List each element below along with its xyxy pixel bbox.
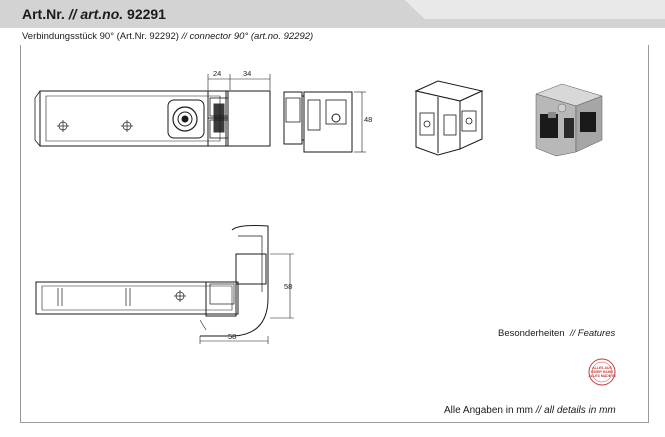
- side-view-drawing: 48: [283, 91, 372, 153]
- art-label: Art.Nr.: [22, 6, 65, 22]
- product-subtitle: Verbindungsstück 90° (Art.Nr. 92292) // …: [22, 31, 313, 42]
- features-de: Besonderheiten: [498, 328, 565, 339]
- subtitle-de: Verbindungsstück 90° (Art.Nr. 92292): [22, 31, 179, 42]
- cross-mark-mid: [121, 120, 133, 132]
- cross-mark-left: [57, 120, 69, 132]
- top-view-drawing: 24 34: [34, 69, 271, 147]
- connector-block: [207, 90, 271, 147]
- round-fitting: [167, 99, 205, 139]
- stamp-line-3: ALLES MADE IN: [588, 374, 616, 378]
- article-title: Art.Nr. // art.no. 92291: [22, 6, 166, 22]
- features-en: // Features: [569, 328, 616, 339]
- dim-34: 34: [243, 69, 251, 78]
- stamp-line-2: EINER HAND: [591, 370, 613, 374]
- art-label-en: // art.no.: [68, 6, 124, 22]
- features-label: Besonderheiten // Features: [498, 328, 615, 339]
- bottom-view-drawing: 58 58: [35, 225, 294, 344]
- dim-58-width: 58: [228, 332, 236, 341]
- art-number: 92291: [127, 6, 166, 22]
- dim-58-height: 58: [284, 282, 292, 291]
- footer-en: // all details in mm: [535, 405, 616, 416]
- header-band: [0, 0, 665, 28]
- cross-mark-lower: [174, 290, 186, 302]
- header-band-shape: [0, 0, 665, 28]
- dimension-lines-top: [207, 74, 271, 90]
- subtitle-en: // connector 90° (art.no. 92292): [181, 31, 314, 42]
- stamp-line-1: ALLES AUS: [592, 366, 612, 370]
- footer-de: Alle Angaben in mm: [444, 405, 533, 416]
- stamp-text: ALLES AUS EINER HAND ALLES MADE IN: [586, 366, 618, 378]
- dim-24: 24: [213, 69, 221, 78]
- quality-stamp-icon: [588, 358, 616, 386]
- connector-3d-lineart: [414, 80, 484, 156]
- drawing-frame: [20, 45, 649, 423]
- connector-3d-render: [535, 83, 603, 157]
- dim-48: 48: [364, 115, 372, 124]
- footer-units-label: Alle Angaben in mm // all details in mm: [444, 405, 616, 416]
